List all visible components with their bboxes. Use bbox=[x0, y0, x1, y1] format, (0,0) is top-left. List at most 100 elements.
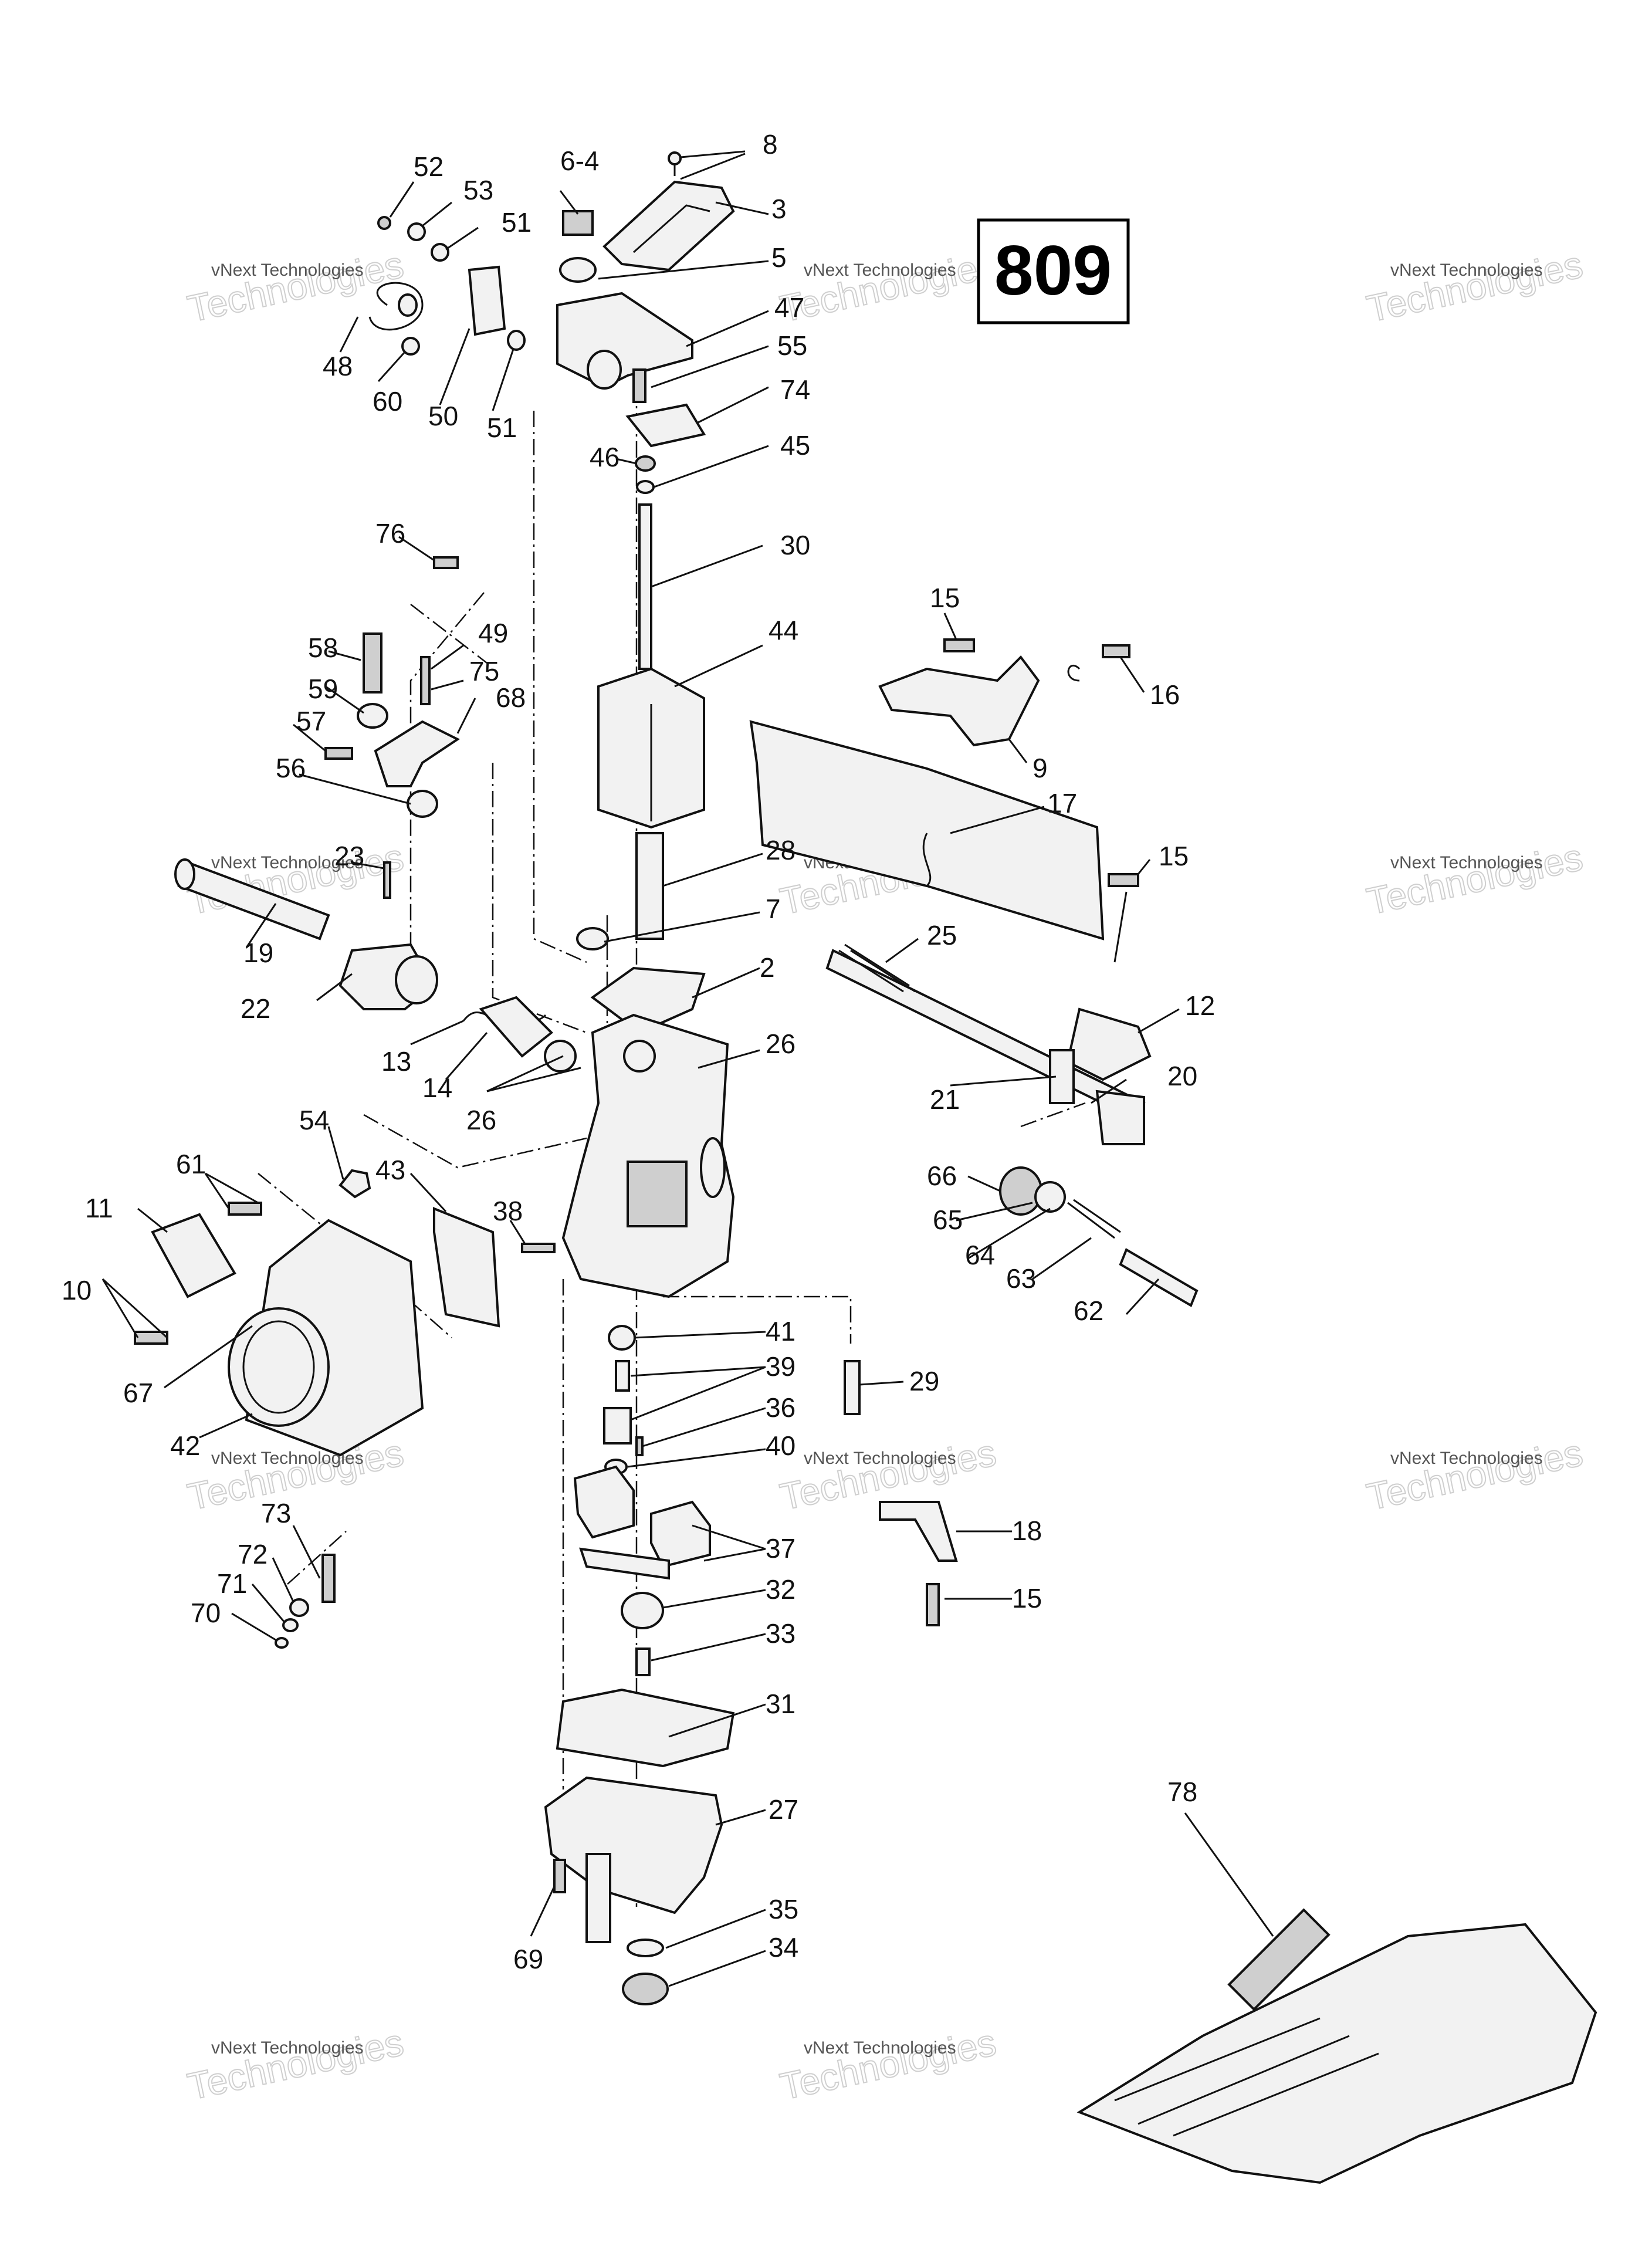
callout-66: 66 bbox=[927, 1161, 957, 1191]
callout-5: 5 bbox=[771, 242, 787, 273]
callout-60: 60 bbox=[373, 386, 402, 417]
watermark-text: vNext Technologies bbox=[804, 1449, 956, 1468]
watermark-outline-text: Technologies bbox=[1363, 835, 1586, 922]
callout-46: 46 bbox=[590, 442, 620, 472]
watermark-text: vNext Technologies bbox=[804, 261, 956, 280]
callout-35: 35 bbox=[769, 1894, 798, 1924]
callout-56: 56 bbox=[276, 753, 306, 783]
callout-39: 39 bbox=[766, 1351, 795, 1382]
callout-75: 75 bbox=[469, 656, 499, 686]
callout-59: 59 bbox=[308, 674, 338, 704]
callout-28: 28 bbox=[766, 835, 795, 865]
watermark-outline-text: Technologies bbox=[184, 1431, 407, 1518]
callout-27: 27 bbox=[769, 1794, 798, 1825]
callout-7: 7 bbox=[766, 894, 781, 924]
callout-62: 62 bbox=[1074, 1295, 1103, 1326]
callout-69: 69 bbox=[513, 1944, 543, 1974]
callout-8: 8 bbox=[763, 129, 778, 160]
callout-47: 47 bbox=[774, 292, 804, 323]
callout-15: 15 bbox=[1012, 1583, 1042, 1613]
callout-78: 78 bbox=[1167, 1777, 1197, 1807]
callout-43: 43 bbox=[375, 1155, 405, 1185]
callout-49: 49 bbox=[478, 618, 508, 648]
leader-lines bbox=[101, 150, 1274, 1987]
callout-12: 12 bbox=[1185, 990, 1215, 1021]
callout-37: 37 bbox=[766, 1533, 795, 1564]
watermark-outline-text: Technologies bbox=[1363, 1431, 1586, 1518]
callout-30: 30 bbox=[780, 530, 810, 560]
callout-65: 65 bbox=[933, 1205, 963, 1235]
callout-15: 15 bbox=[930, 583, 960, 613]
callout-6-4: 6-4 bbox=[560, 146, 599, 176]
callout-54: 54 bbox=[299, 1105, 329, 1135]
watermark-text: vNext Technologies bbox=[211, 853, 364, 872]
callout-64: 64 bbox=[965, 1240, 995, 1270]
callout-25: 25 bbox=[927, 920, 957, 950]
callout-53: 53 bbox=[463, 175, 493, 205]
watermark-text: vNext Technologies bbox=[211, 261, 364, 280]
callout-29: 29 bbox=[909, 1366, 939, 1396]
watermark-outline-text: Technologies bbox=[184, 243, 407, 330]
callout-15: 15 bbox=[1159, 841, 1189, 871]
callout-31: 31 bbox=[766, 1689, 795, 1719]
watermark-text: vNext Technologies bbox=[1390, 1449, 1543, 1468]
callout-10: 10 bbox=[62, 1275, 92, 1305]
diagram-number: 809 bbox=[994, 231, 1112, 310]
callout-58: 58 bbox=[308, 632, 338, 663]
callout-18: 18 bbox=[1012, 1515, 1042, 1546]
callout-26: 26 bbox=[766, 1029, 795, 1059]
watermark-outline-text: Technologies bbox=[184, 2021, 407, 2107]
watermark-text: vNext Technologies bbox=[211, 2038, 364, 2058]
carburetor-parts bbox=[134, 151, 1597, 2184]
callout-38: 38 bbox=[493, 1196, 523, 1226]
watermark-outline-text: Technologies bbox=[1363, 243, 1586, 330]
callout-23: 23 bbox=[334, 841, 364, 871]
callout-14: 14 bbox=[422, 1073, 452, 1103]
watermark-text: vNext Technologies bbox=[804, 2038, 956, 2058]
callout-19: 19 bbox=[243, 938, 273, 968]
diagram-number-badge: 809 bbox=[977, 218, 1130, 324]
callout-71: 71 bbox=[217, 1568, 247, 1599]
watermark-text: vNext Technologies bbox=[1390, 261, 1543, 280]
callout-13: 13 bbox=[381, 1046, 411, 1077]
callout-67: 67 bbox=[123, 1378, 153, 1408]
callout-20: 20 bbox=[1167, 1061, 1197, 1091]
callout-61: 61 bbox=[176, 1149, 206, 1179]
callout-44: 44 bbox=[769, 615, 798, 645]
callout-51: 51 bbox=[502, 207, 532, 238]
callout-52: 52 bbox=[414, 151, 444, 182]
callout-45: 45 bbox=[780, 430, 810, 461]
callout-34: 34 bbox=[769, 1932, 798, 1963]
callout-40: 40 bbox=[766, 1430, 795, 1461]
callout-11: 11 bbox=[85, 1193, 113, 1223]
callout-41: 41 bbox=[766, 1316, 795, 1347]
callout-48: 48 bbox=[323, 351, 353, 381]
callout-42: 42 bbox=[170, 1430, 200, 1461]
callout-17: 17 bbox=[1047, 788, 1077, 818]
callout-3: 3 bbox=[771, 194, 787, 224]
callout-57: 57 bbox=[296, 706, 326, 736]
callout-32: 32 bbox=[766, 1574, 795, 1605]
callout-2: 2 bbox=[760, 952, 775, 983]
callout-16: 16 bbox=[1150, 679, 1180, 710]
watermark-outline-text: Technologies bbox=[777, 243, 1000, 330]
callout-72: 72 bbox=[238, 1539, 268, 1569]
callout-22: 22 bbox=[241, 993, 270, 1024]
callout-74: 74 bbox=[780, 374, 810, 405]
callout-76: 76 bbox=[375, 518, 405, 549]
callout-55: 55 bbox=[777, 330, 807, 361]
callout-70: 70 bbox=[191, 1598, 221, 1628]
callout-51: 51 bbox=[487, 412, 517, 443]
callout-50: 50 bbox=[428, 401, 458, 431]
callout-63: 63 bbox=[1006, 1263, 1036, 1294]
watermark-outline-text: Technologies bbox=[777, 2021, 1000, 2107]
